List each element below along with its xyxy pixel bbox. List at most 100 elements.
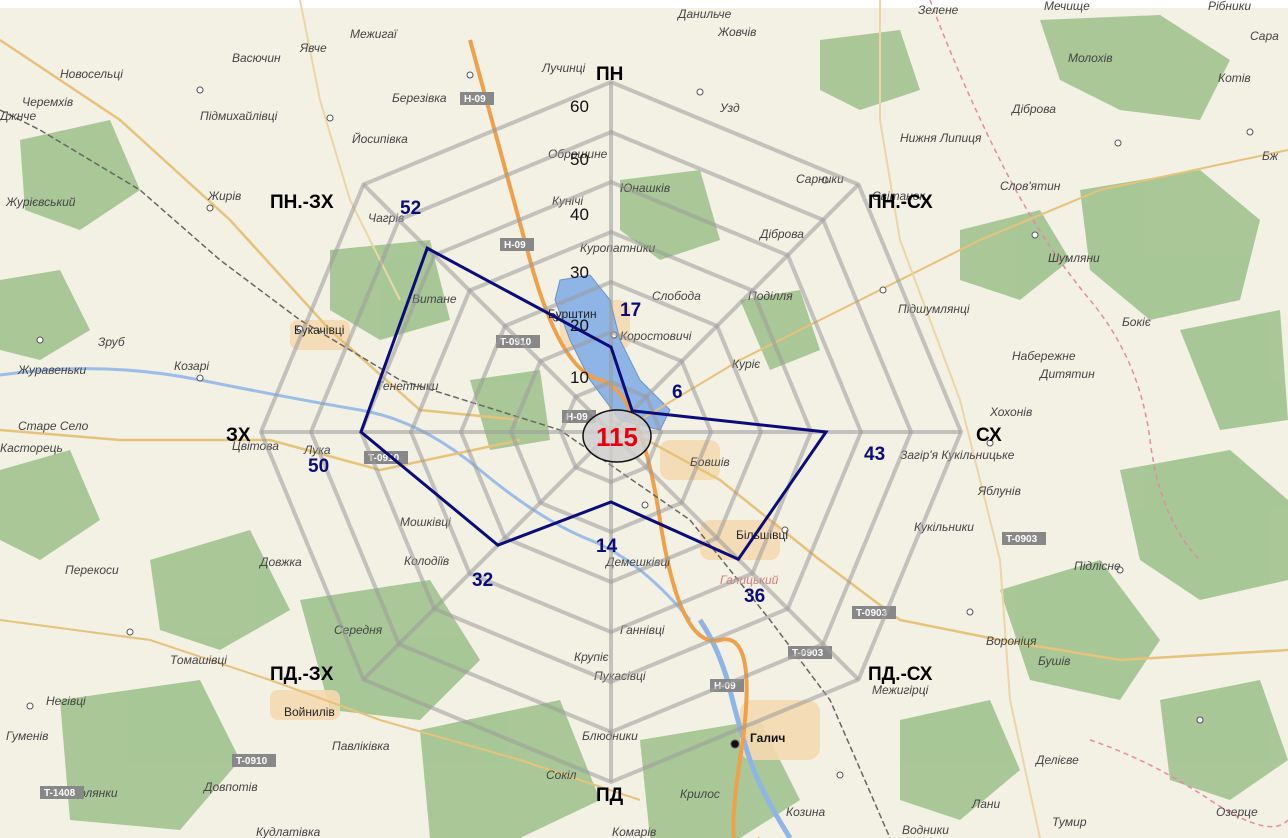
- place-label: Йосипівка: [352, 130, 408, 146]
- road-label: T-1408: [44, 788, 76, 799]
- map-top-border: [0, 0, 1288, 8]
- place-label: Набережне: [1012, 349, 1076, 363]
- road-label: T-0903: [792, 648, 824, 659]
- scale-tick: 40: [570, 205, 589, 224]
- value-label-skh: 43: [864, 444, 885, 465]
- road-label: H-09: [464, 94, 486, 105]
- value-label-pd-skh: 36: [744, 586, 765, 607]
- scale-tick: 20: [570, 316, 589, 335]
- road-label: T-0903: [856, 608, 888, 619]
- place-label: Котів: [1218, 71, 1251, 85]
- place-label: Кукільники: [914, 520, 974, 534]
- place-label: Старе Село: [18, 419, 89, 433]
- place-label: Галич: [750, 731, 785, 745]
- place-label: Гуменів: [6, 729, 48, 743]
- place-label: Слов'ятин: [1000, 179, 1061, 193]
- value-label-pn-zkh: 52: [400, 198, 421, 219]
- place-label: Узд: [719, 101, 740, 115]
- place-label: Журієвський: [5, 195, 76, 209]
- place-label: Данильче: [676, 7, 732, 21]
- place-label: Бж: [1262, 149, 1279, 163]
- place-label: Перекоси: [65, 563, 119, 577]
- direction-label-south: ПД: [596, 785, 624, 806]
- place-label: Лучинці: [541, 61, 586, 75]
- place-label: Жовчів: [717, 25, 756, 39]
- radar-direction-labels: ПН ПН.-СХ СХ ПД.-СХ ПД ПД.-ЗХ ЗХ ПН.-ЗХ: [226, 64, 1002, 806]
- place-label: Сара: [1250, 29, 1279, 43]
- place-label: Жирів: [207, 189, 241, 203]
- radar-value-polygon: [359, 246, 829, 562]
- forest-areas: [0, 15, 1288, 838]
- place-label: Яблунів: [977, 484, 1021, 498]
- place-label: Явче: [299, 41, 327, 55]
- direction-label-west: ЗХ: [226, 425, 251, 446]
- value-label-pn: 17: [620, 300, 641, 321]
- place-label: Тумир: [1052, 815, 1087, 829]
- place-label: Діброва: [1010, 102, 1056, 116]
- place-label: Касторець: [0, 441, 63, 455]
- radar-spoke: [609, 430, 860, 681]
- road-label: H-09: [504, 240, 526, 251]
- place-label: Куріє: [732, 357, 760, 371]
- place-label: Підлісне: [1074, 559, 1121, 573]
- place-label: Крупіє: [574, 650, 609, 664]
- direction-label-east: СХ: [976, 425, 1002, 446]
- direction-label-northwest: ПН.-ЗХ: [270, 192, 334, 213]
- place-label: Більшівці: [736, 528, 788, 542]
- place-label: Бурштин: [548, 307, 597, 321]
- place-label: Зелене: [918, 3, 959, 17]
- road-label: T-0910: [500, 337, 532, 348]
- place-label: Ганнівці: [620, 623, 665, 637]
- place-label: Сокіл: [546, 768, 577, 782]
- place-label: Тенетники: [376, 379, 439, 393]
- place-label: Черемхів: [22, 95, 73, 109]
- place-label: Зруб: [98, 335, 126, 349]
- place-label: Загір'я Кукільницьке: [900, 448, 1015, 462]
- place-label: Слобода: [652, 289, 701, 303]
- road-label: T-0910: [236, 756, 268, 767]
- calm-center-marker: 115: [582, 409, 652, 463]
- place-label: Довжка: [258, 555, 302, 569]
- place-label: Бокіє: [1122, 315, 1151, 329]
- road-shield: H-09: [500, 238, 534, 251]
- value-label-pd: 14: [596, 536, 618, 557]
- direction-label-southwest: ПД.-ЗХ: [270, 664, 334, 685]
- place-label: Мошківці: [400, 515, 451, 529]
- value-label-pn-skh: 6: [672, 382, 683, 403]
- place-label: Негівці: [46, 694, 86, 708]
- place-label: Діброва: [758, 227, 804, 241]
- place-label: Джнче: [0, 109, 37, 123]
- place-label: Водники: [902, 823, 949, 837]
- place-label: Козина: [786, 805, 825, 819]
- place-label: Лани: [971, 797, 1001, 811]
- place-label: Березівка: [392, 91, 447, 105]
- place-label: Рібники: [1208, 0, 1251, 13]
- place-label: Павліківка: [332, 739, 390, 753]
- place-label: Озерце: [1216, 805, 1258, 819]
- radar-grid: [258, 79, 964, 785]
- place-label: Журавеньки: [17, 363, 86, 377]
- radar-spoke: [362, 183, 613, 434]
- road-shield: T-0903: [1002, 532, 1046, 545]
- place-label: Витане: [412, 292, 457, 306]
- place-label: Вороніця: [986, 634, 1037, 648]
- road-shield: H-09: [460, 92, 494, 105]
- place-label: Шумляни: [1048, 251, 1100, 265]
- radar-value-labels: 17 6 43 36 14 32 50 52: [308, 198, 885, 607]
- road-label: T-0910: [368, 453, 400, 464]
- road-shield: T-0910: [232, 754, 276, 767]
- place-label: Войнилів: [284, 705, 335, 719]
- place-label: Світанок: [872, 189, 926, 203]
- road-label: T-0903: [1006, 534, 1038, 545]
- place-label: Куропатники: [580, 241, 656, 255]
- place-label: Козарі: [174, 359, 209, 373]
- direction-label-southeast: ПД.-СХ: [868, 664, 933, 685]
- calm-value: 115: [596, 422, 638, 452]
- place-label: Мечище: [1044, 0, 1090, 13]
- place-label: Поділля: [748, 289, 793, 303]
- place-label: Комарів: [612, 825, 656, 838]
- scale-tick: 30: [570, 263, 589, 282]
- radar-scale-ticks: 10 20 30 40 50 60: [570, 97, 589, 387]
